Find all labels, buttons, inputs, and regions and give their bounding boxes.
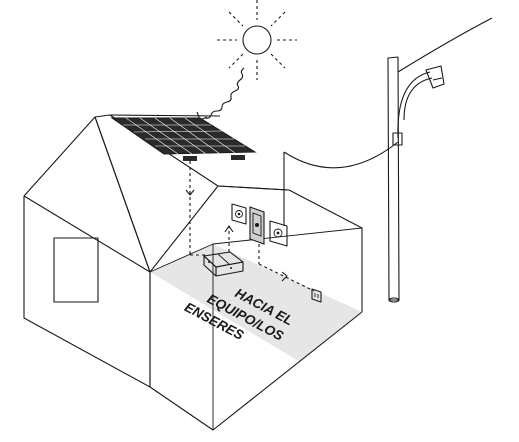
- battery-icon: [203, 251, 244, 277]
- solar-panel-icon: [110, 117, 257, 161]
- appliance-wire: [258, 244, 315, 292]
- panel-wire: [185, 161, 206, 256]
- outlet-icon: [311, 288, 322, 303]
- sunlight-arrow: [196, 67, 245, 121]
- floor-shade: [150, 244, 362, 362]
- utility-pole-icon: [387, 17, 493, 303]
- meter-box-icon: [269, 220, 288, 247]
- inverter-icon: [249, 206, 265, 245]
- sun-icon: [217, 0, 297, 80]
- charge-controller-icon: [231, 203, 247, 225]
- window: [53, 237, 99, 303]
- street-lamp-icon: [397, 65, 445, 139]
- service-drop-wire: [283, 141, 399, 226]
- house: [23, 114, 363, 431]
